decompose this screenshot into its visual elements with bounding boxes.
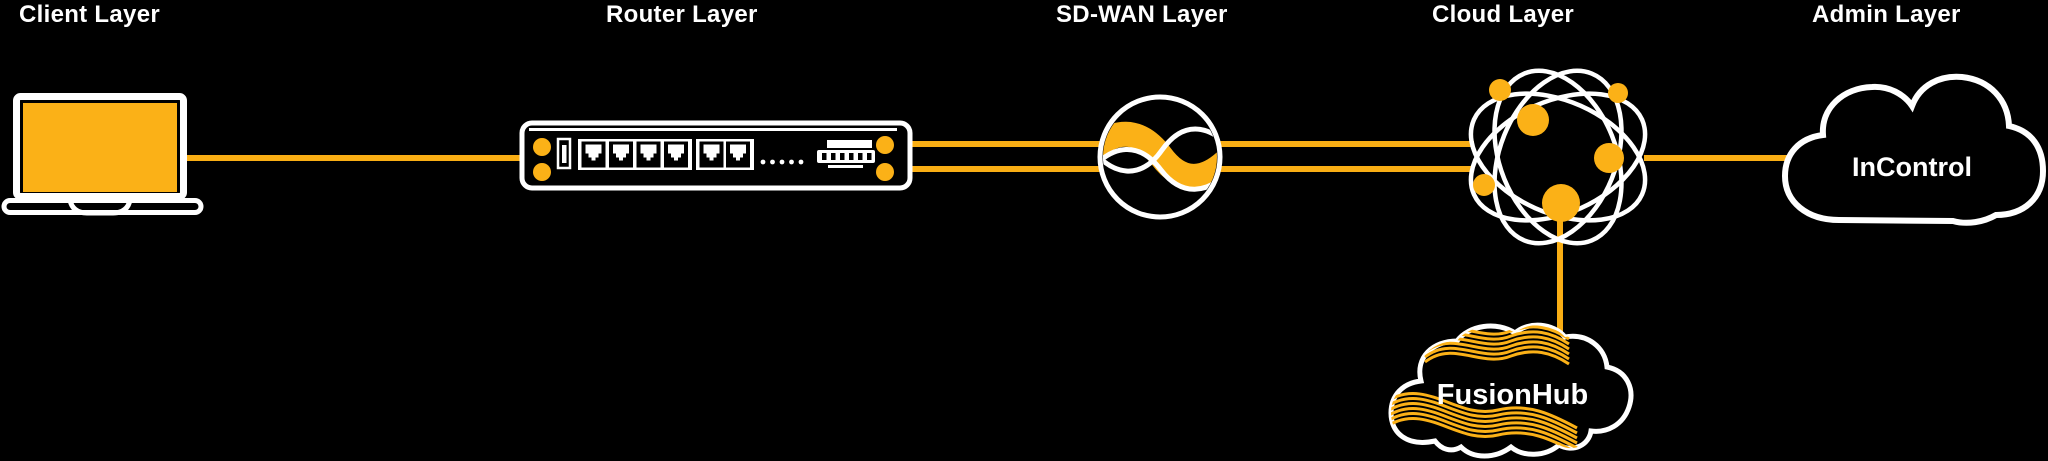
sdwan-wave-icon — [1095, 92, 1225, 222]
admin-cloud-icon — [1775, 68, 2048, 230]
connection-cloud-incontrol — [1644, 155, 1794, 161]
network-globe-icon — [1455, 65, 1665, 250]
connection-sdwan-cloud-bottom — [1216, 166, 1474, 172]
connection-cloud-fusionhub — [1557, 220, 1563, 340]
fusionhub-label: FusionHub — [1436, 379, 1589, 411]
router-layer-label: Router Layer — [606, 1, 758, 28]
router-icon — [515, 115, 925, 200]
connection-router-sdwan-bottom — [906, 166, 1168, 172]
connection-client-router — [181, 155, 526, 161]
fusionhub-cloud-icon — [1383, 313, 1641, 461]
sdwan-layer-label: SD-WAN Layer — [1056, 1, 1228, 28]
laptop-icon — [0, 85, 210, 220]
client-layer-label: Client Layer — [19, 1, 160, 28]
connection-sdwan-cloud-top — [1216, 141, 1474, 147]
cloud-layer-label: Cloud Layer — [1432, 1, 1574, 28]
admin-layer-label: Admin Layer — [1812, 1, 1961, 28]
connection-router-sdwan-top — [906, 141, 1168, 147]
incontrol-label: InControl — [1852, 152, 1972, 182]
